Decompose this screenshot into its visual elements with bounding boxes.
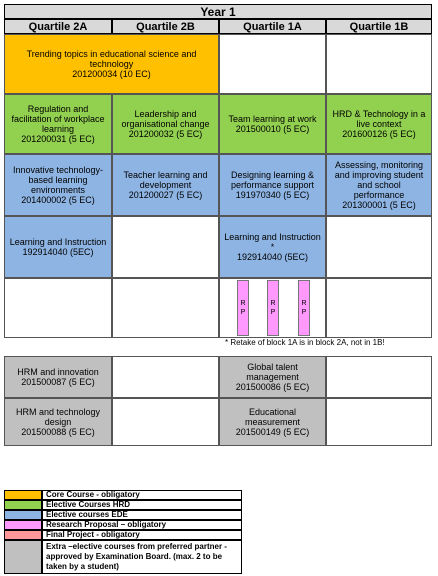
course-name: Leadership and organisational change xyxy=(121,109,210,129)
empty-cell xyxy=(4,278,112,338)
empty-cell xyxy=(112,356,219,398)
legend-swatch-hrd xyxy=(4,500,42,510)
empty-cell xyxy=(326,278,432,338)
course-name: Team learning at work xyxy=(228,114,317,124)
course-trending-topics[interactable]: Trending topics in educational science a… xyxy=(4,34,219,94)
legend-label-hrd: Elective Courses HRD xyxy=(42,500,242,510)
course-name: HRM and innovation xyxy=(17,367,99,377)
course-name: Learning and Instruction * xyxy=(224,232,321,252)
empty-cell xyxy=(219,34,326,94)
course-innovative-technology[interactable]: Innovative technology-based learning env… xyxy=(4,154,112,216)
rp-letter: P xyxy=(240,309,246,316)
course-code: 201600126 (5 EC) xyxy=(342,129,416,139)
legend-label-core: Core Course - obligatory xyxy=(42,490,242,500)
course-regulation[interactable]: Regulation and facilitation of workplace… xyxy=(4,94,112,154)
empty-cell xyxy=(326,398,432,446)
empty-cell xyxy=(112,216,219,278)
legend-swatch-final xyxy=(4,530,42,540)
course-name: Teacher learning and development xyxy=(123,170,208,190)
header-quartile-1a: Quartile 1A xyxy=(219,19,326,34)
empty-cell xyxy=(326,356,432,398)
legend-swatch-core xyxy=(4,490,42,500)
course-learning-instruction-1a[interactable]: Learning and Instruction *192914040 (5EC… xyxy=(219,216,326,278)
legend-label-final: Final Project - obligatory xyxy=(42,530,242,540)
course-code: 192914040 (5EC) xyxy=(236,252,309,262)
course-code: 192914040 (5EC) xyxy=(22,247,94,257)
legend-swatch-extra xyxy=(4,540,42,574)
course-name: Assessing, monitoring and improving stud… xyxy=(334,160,424,200)
course-name: HRD & Technology in a live context xyxy=(332,109,426,129)
rp-letter: R xyxy=(240,300,246,307)
header-quartile-2b: Quartile 2B xyxy=(112,19,219,34)
retake-note: * Retake of block 1A is in block 2A, not… xyxy=(225,338,385,347)
course-name: Designing learning & performance support xyxy=(230,170,315,190)
course-code: 191970340 (5 EC) xyxy=(235,190,310,200)
course-code: 201400002 (5 EC) xyxy=(21,195,95,205)
rp-letter: P xyxy=(301,309,307,316)
course-name: Regulation and facilitation of workplace… xyxy=(11,104,105,134)
course-name: HRM and technology design xyxy=(15,407,101,427)
course-code: 201200031 (5 EC) xyxy=(21,134,95,144)
course-code: 201500149 (5 EC) xyxy=(235,427,310,437)
legend-label-ede: Elective courses EDE xyxy=(42,510,242,520)
course-code: 201500010 (5 EC) xyxy=(235,124,310,134)
course-code: 201200032 (5 EC) xyxy=(128,129,203,139)
empty-cell xyxy=(326,34,432,94)
course-name: Educational measurement xyxy=(244,407,301,427)
course-name: Trending topics in educational science a… xyxy=(26,49,197,69)
course-code: 201200034 (10 EC) xyxy=(72,69,151,79)
header-quartile-1b: Quartile 1B xyxy=(326,19,432,34)
legend-label-extra: Extra –elective courses from preferred p… xyxy=(42,540,242,574)
legend-swatch-research xyxy=(4,520,42,530)
empty-cell xyxy=(326,216,432,278)
rp-letter: P xyxy=(270,309,276,316)
legend-label-research: Research Proposal – obligatory xyxy=(42,520,242,530)
legend-swatch-ede xyxy=(4,510,42,520)
empty-cell xyxy=(112,398,219,446)
course-code: 201500086 (5 EC) xyxy=(235,382,310,392)
rp-letter: R xyxy=(301,300,307,307)
course-name: Global talent management xyxy=(246,362,299,382)
course-code: 201300001 (5 EC) xyxy=(342,200,416,210)
course-assessing[interactable]: Assessing, monitoring and improving stud… xyxy=(326,154,432,216)
year-title: Year 1 xyxy=(4,4,432,19)
course-designing-learning[interactable]: Designing learning & performance support… xyxy=(219,154,326,216)
course-name: Learning and Instruction xyxy=(9,237,107,247)
course-code: 201200027 (5 EC) xyxy=(128,190,203,200)
header-quartile-2a: Quartile 2A xyxy=(4,19,112,34)
course-code: 201500087 (5 EC) xyxy=(21,377,95,387)
empty-cell xyxy=(112,278,219,338)
course-name: Innovative technology-based learning env… xyxy=(12,165,104,195)
rp-letter: R xyxy=(270,300,276,307)
course-code: 201500088 (5 EC) xyxy=(21,427,95,437)
